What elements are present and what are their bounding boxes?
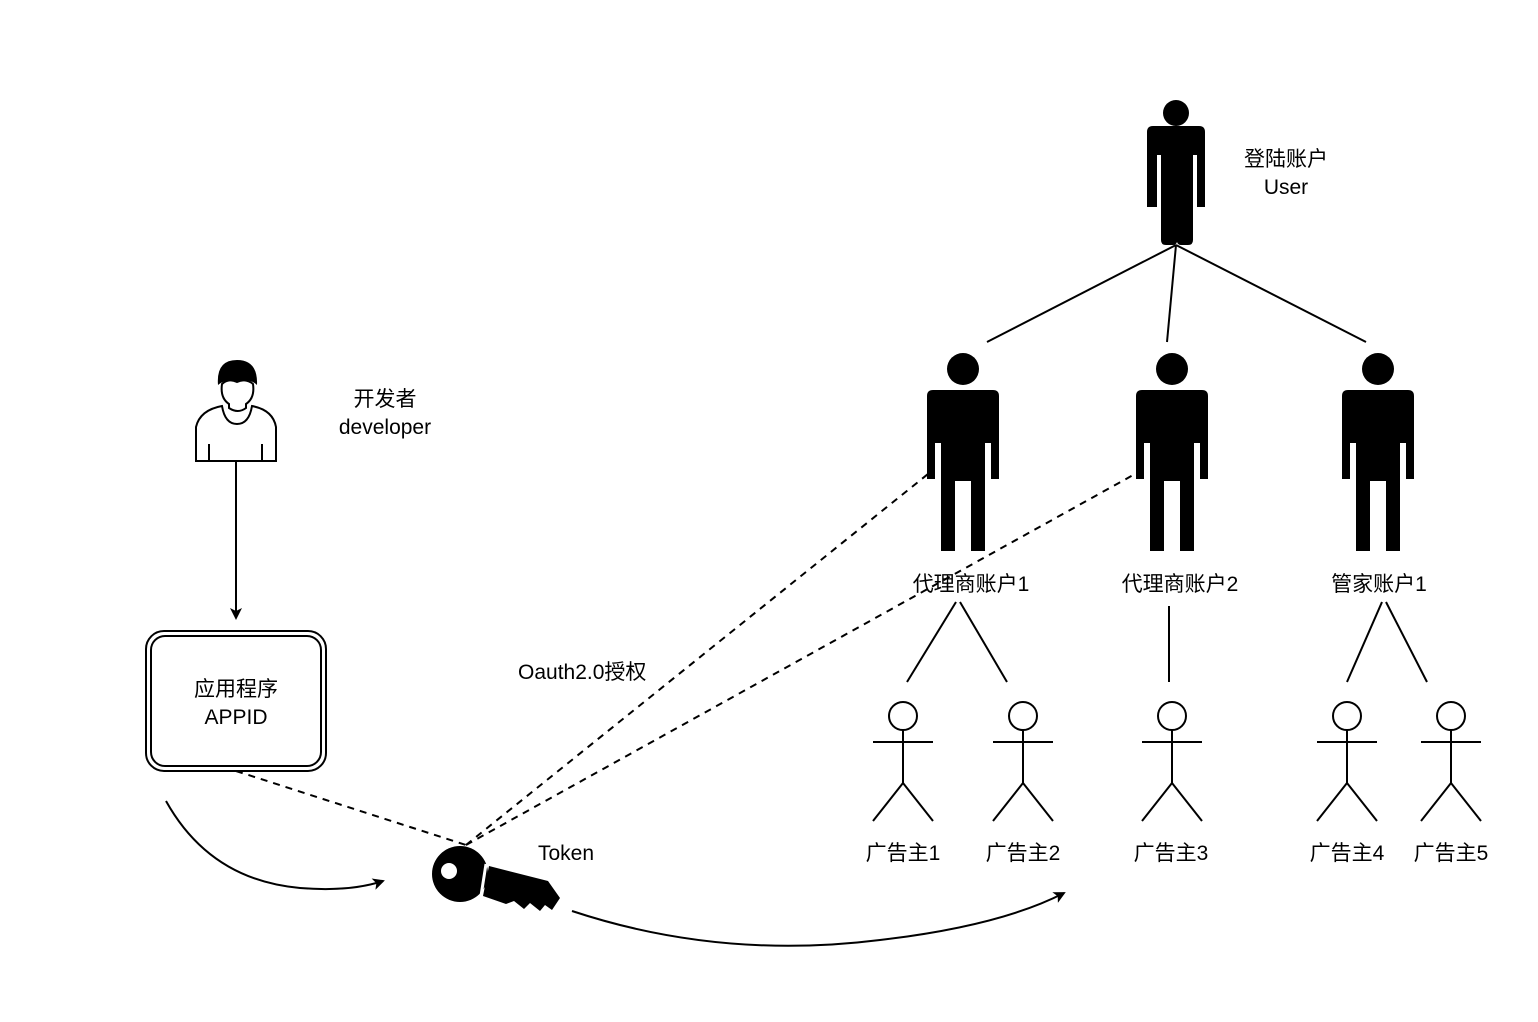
user-to-account-3-line bbox=[1175, 244, 1367, 343]
oauth-label: Oauth2.0授权 bbox=[518, 661, 646, 684]
person-solid-icon bbox=[1147, 100, 1205, 245]
user-to-account-1-line bbox=[986, 244, 1177, 343]
developer-label-cn: 开发者 bbox=[354, 388, 417, 411]
person-solid-icon bbox=[1342, 353, 1414, 551]
advertiser-node: 广告主4 bbox=[1310, 701, 1385, 865]
stick-figure-icon bbox=[1316, 701, 1378, 822]
user-node: 登陆账户 User bbox=[1147, 100, 1328, 245]
account-3-to-advertiser-4-line bbox=[1346, 601, 1383, 683]
advertiser-node: 广告主3 bbox=[1134, 701, 1209, 865]
account-label: 代理商账户1 bbox=[913, 573, 1030, 596]
person-solid-icon bbox=[927, 353, 999, 551]
advertiser-label: 广告主4 bbox=[1310, 842, 1385, 865]
app-box-outer bbox=[145, 630, 327, 772]
advertiser-node: 广告主2 bbox=[986, 701, 1061, 865]
advertiser-label: 广告主2 bbox=[986, 842, 1061, 865]
token-to-advertisers-curved-arrow bbox=[571, 892, 1066, 947]
oauth-dashed-line-1 bbox=[465, 473, 929, 846]
app-label-cn: 应用程序 bbox=[194, 678, 278, 701]
token-node: Token bbox=[432, 842, 594, 911]
stick-figure-icon bbox=[992, 701, 1054, 822]
person-solid-icon bbox=[1136, 353, 1208, 551]
developer-label-en: developer bbox=[339, 416, 431, 439]
account-node: 代理商账户1 bbox=[913, 353, 1030, 596]
oauth-dashed-line-2 bbox=[465, 473, 1136, 846]
advertiser-label: 广告主5 bbox=[1414, 842, 1489, 865]
account-1-to-advertiser-2-line bbox=[959, 601, 1008, 683]
account-label: 管家账户1 bbox=[1331, 573, 1427, 596]
advertiser-label: 广告主1 bbox=[866, 842, 941, 865]
developer-person-icon bbox=[195, 360, 277, 462]
app-label-id: APPID bbox=[204, 706, 267, 729]
user-to-account-2-line bbox=[1166, 244, 1177, 343]
key-icon bbox=[432, 846, 560, 911]
account-1-to-advertiser-1-line bbox=[906, 601, 957, 683]
app-to-token-curved-arrow bbox=[165, 800, 385, 891]
advertiser-node: 广告主5 bbox=[1414, 701, 1489, 865]
stick-figure-icon bbox=[872, 701, 934, 822]
account-node: 代理商账户2 bbox=[1122, 353, 1239, 596]
account-label: 代理商账户2 bbox=[1122, 573, 1239, 596]
developer-node: 开发者 developer bbox=[195, 360, 431, 462]
account-3-to-advertiser-5-line bbox=[1385, 601, 1428, 683]
user-label-en: User bbox=[1264, 176, 1308, 199]
account-node: 管家账户1 bbox=[1331, 353, 1427, 596]
app-node: 应用程序 APPID bbox=[145, 630, 327, 772]
stick-figure-icon bbox=[1141, 701, 1203, 822]
stick-figure-icon bbox=[1420, 701, 1482, 822]
app-box-inner bbox=[150, 635, 322, 767]
token-label: Token bbox=[538, 842, 594, 865]
advertiser-label: 广告主3 bbox=[1134, 842, 1209, 865]
advertiser-node: 广告主1 bbox=[866, 701, 941, 865]
app-to-token-dashed bbox=[235, 770, 467, 846]
user-label-cn: 登陆账户 bbox=[1244, 148, 1328, 171]
